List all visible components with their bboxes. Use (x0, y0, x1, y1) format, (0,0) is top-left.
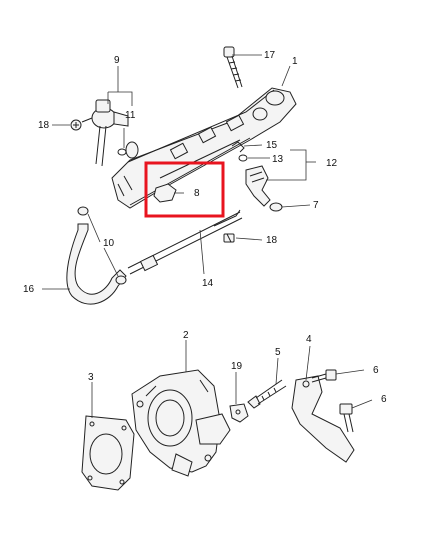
bolt-part-17[interactable] (223, 46, 243, 89)
hose-part-16[interactable] (66, 223, 127, 305)
callout-7: 7 (313, 200, 319, 211)
callout-17: 17 (264, 50, 276, 61)
callout-1: 1 (292, 56, 298, 67)
callout-14: 14 (202, 278, 214, 289)
callout-15: 15 (266, 140, 278, 151)
bracket-part-19[interactable] (229, 403, 249, 423)
bracket-part-4[interactable] (291, 375, 355, 463)
fuel-injector-part-12[interactable] (245, 165, 271, 207)
part-8[interactable] (153, 183, 177, 203)
callout-6-lower: 6 (381, 394, 387, 405)
bolt-part-18-right[interactable] (223, 233, 235, 243)
gasket-part-3[interactable] (81, 415, 135, 491)
callout-13: 13 (272, 154, 284, 165)
callout-11: 11 (125, 110, 136, 121)
callout-19: 19 (231, 361, 243, 372)
fuel-line-part-14[interactable] (127, 209, 243, 275)
bolt-part-18-left[interactable] (70, 119, 82, 131)
clamp-part-10[interactable] (77, 206, 127, 285)
clip-part-15[interactable] (231, 141, 245, 153)
throttle-body-part-2[interactable] (131, 369, 231, 477)
o-ring-part-13[interactable] (238, 154, 248, 162)
callout-18-right: 18 (266, 235, 278, 246)
pressure-regulator-part-9[interactable] (81, 99, 129, 167)
callout-16: 16 (23, 284, 35, 295)
callout-2: 2 (183, 330, 189, 341)
callout-10: 10 (103, 238, 115, 249)
callout-4: 4 (306, 334, 312, 345)
callout-5: 5 (275, 347, 281, 358)
leader-lines (42, 54, 373, 418)
o-ring-part-11[interactable] (117, 148, 127, 156)
callout-18-left: 18 (38, 120, 50, 131)
callout-8: 8 (194, 188, 200, 199)
bolt-part-6-lower[interactable] (339, 403, 354, 433)
callouts: 1 2 3 4 5 6 6 7 8 9 10 11 12 13 14 15 16… (23, 50, 387, 405)
bolt-part-5[interactable] (247, 379, 287, 409)
callout-12: 12 (326, 158, 338, 169)
callout-6-upper: 6 (373, 365, 379, 376)
bolt-part-6-upper[interactable] (311, 369, 337, 383)
highlight-box (144, 161, 225, 218)
callout-3: 3 (88, 372, 94, 383)
o-ring-part-7[interactable] (269, 202, 283, 212)
fuel-rail[interactable] (111, 87, 297, 209)
callout-9: 9 (114, 55, 120, 66)
